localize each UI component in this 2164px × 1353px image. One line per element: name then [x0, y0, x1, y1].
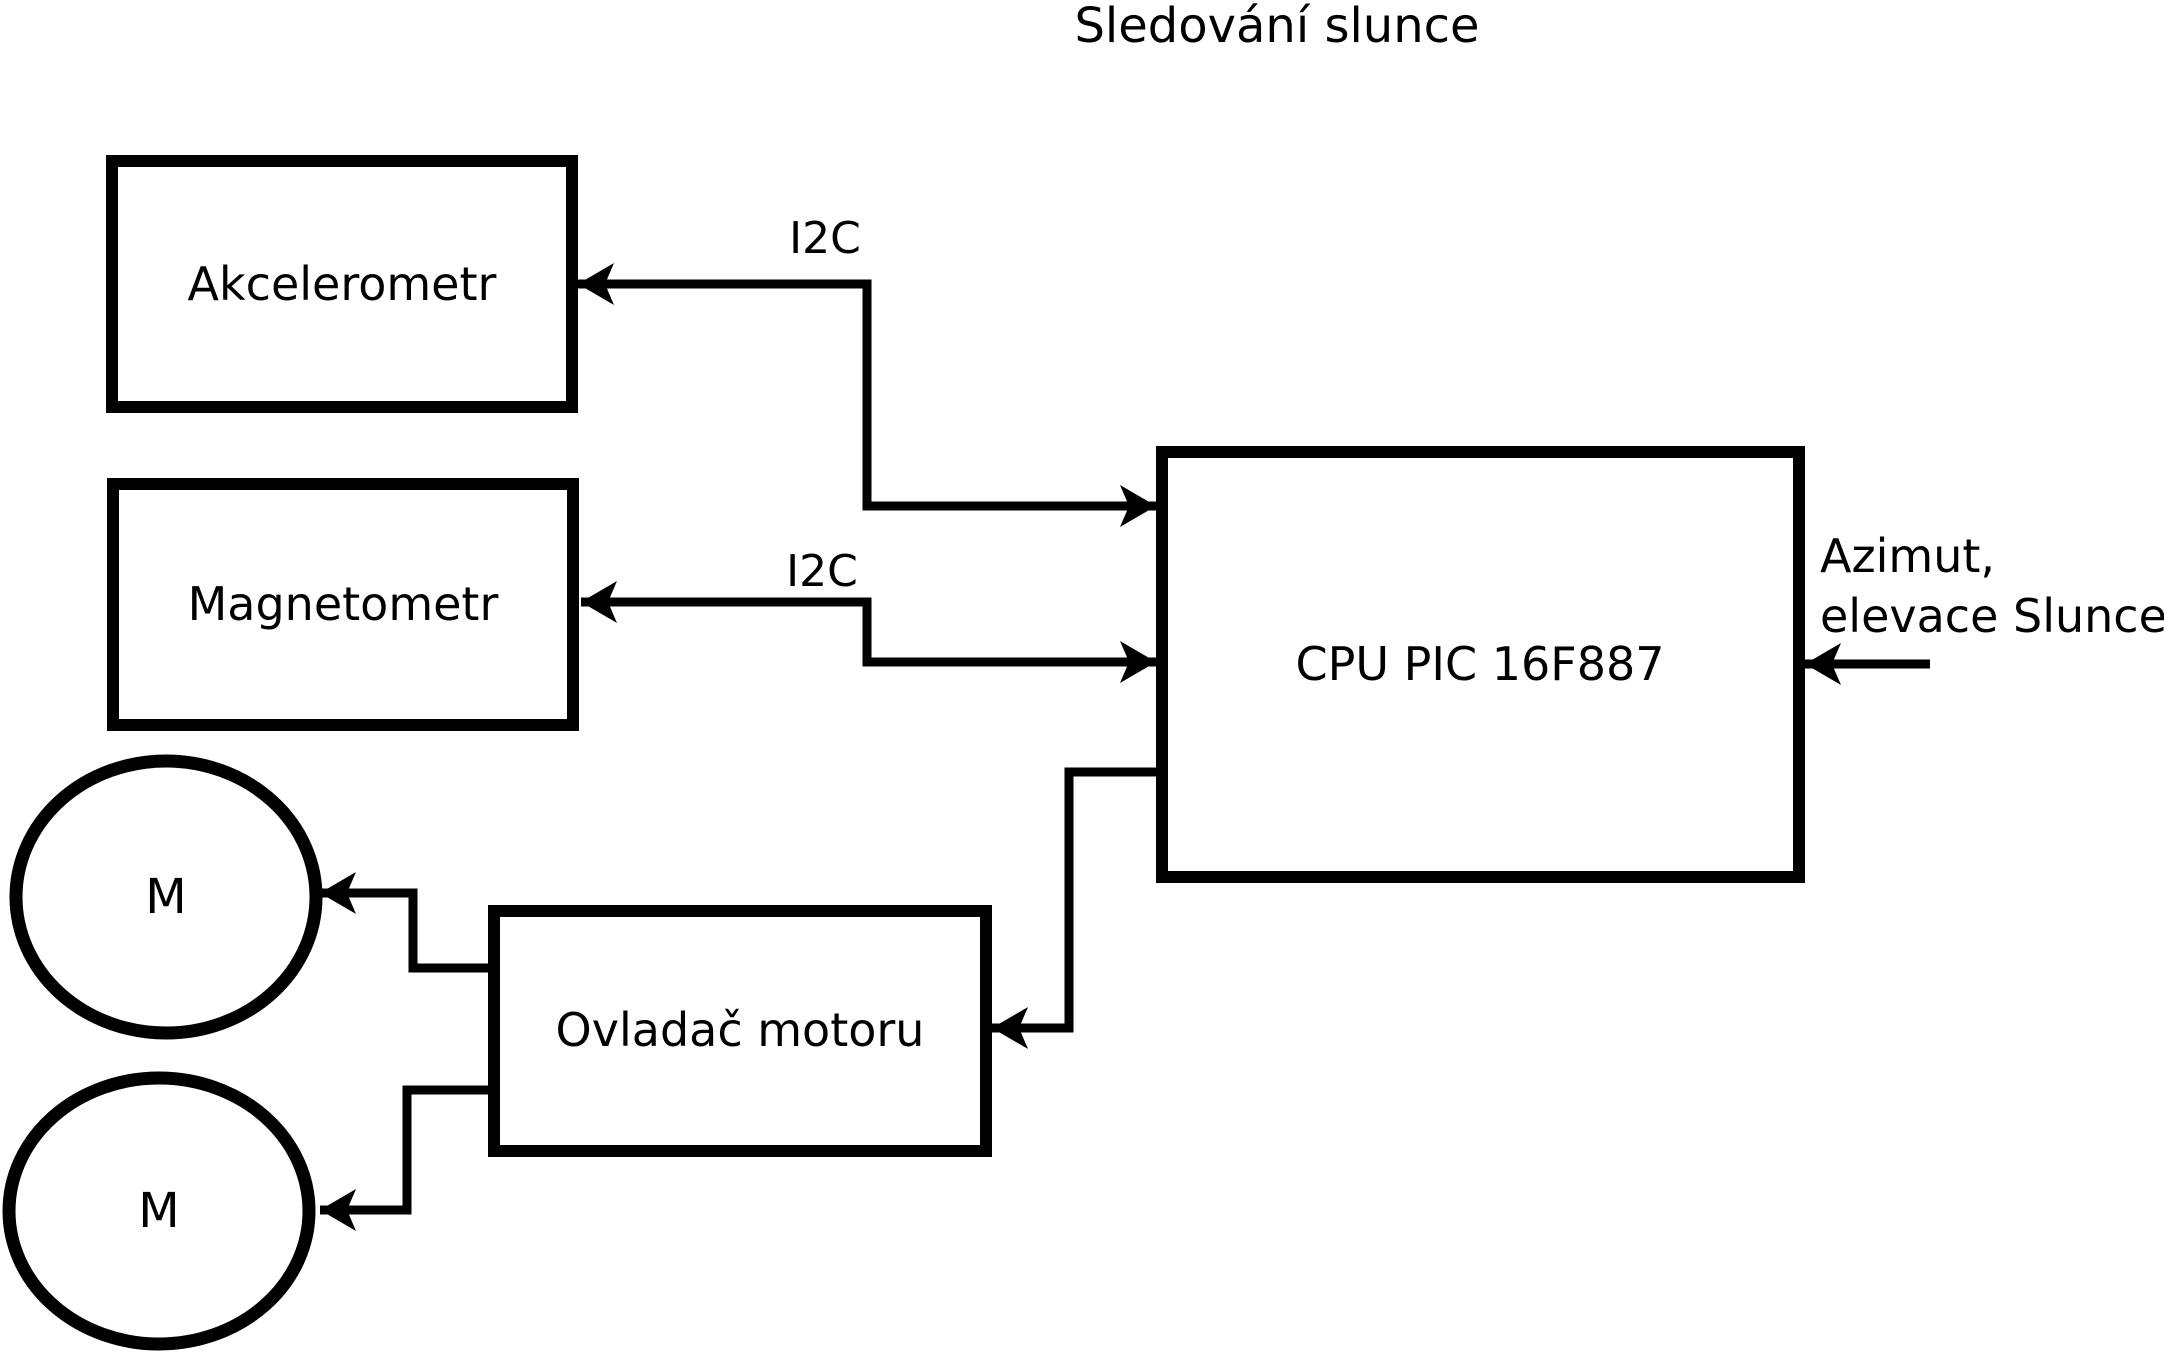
edge-cpu-to-ovladac: [992, 767, 1156, 1033]
arrowhead-into-cpu-bottom-icon: [1120, 641, 1156, 683]
node-cpu-box: [1156, 446, 1805, 883]
node-motor2-label: M: [138, 1183, 179, 1239]
node-motor1-circle: [9, 754, 323, 1040]
node-ovladac-label: Ovladač motoru: [556, 1003, 925, 1057]
arrowhead-into-ovladac-icon: [992, 1007, 1028, 1049]
edge-cpu-to-akcelerometr: [578, 279, 1156, 511]
node-magnetometr-box: [107, 478, 579, 731]
node-akcelerometr-label: Akcelerometr: [188, 257, 497, 311]
edge-ovladac-to-motor1: [320, 888, 488, 973]
edge-label-i2c-magnetometr: I2C: [786, 546, 858, 597]
node-cpu-label: CPU PIC 16F887: [1296, 637, 1665, 691]
arrowhead-into-motor1-icon: [320, 872, 356, 914]
sun-input-label-line2: elevace Slunce: [1820, 589, 2164, 643]
edge-label-i2c-akcelerometr: I2C: [789, 213, 861, 264]
diagram-title: Sledování slunce: [1074, 0, 1479, 54]
arrowhead-into-magnetometr-icon: [581, 581, 617, 623]
arrowhead-into-akcelerometr-icon: [578, 263, 614, 305]
node-ovladac-box: [488, 905, 992, 1157]
sun-input-label-line1: Azimut,: [1820, 529, 1995, 583]
edge-cpu-to-magnetometr: [581, 597, 1156, 667]
node-magnetometr-label: Magnetometr: [188, 577, 499, 631]
arrowhead-sun-input-icon: [1805, 643, 1841, 685]
node-motor2-circle: [2, 1071, 316, 1351]
arrowhead-into-cpu-top-icon: [1120, 485, 1156, 527]
node-motor1-label: M: [145, 869, 186, 925]
edge-ovladac-to-motor2: [320, 1085, 488, 1215]
arrowhead-into-motor2-icon: [320, 1189, 356, 1231]
node-akcelerometr-box: [106, 155, 578, 413]
